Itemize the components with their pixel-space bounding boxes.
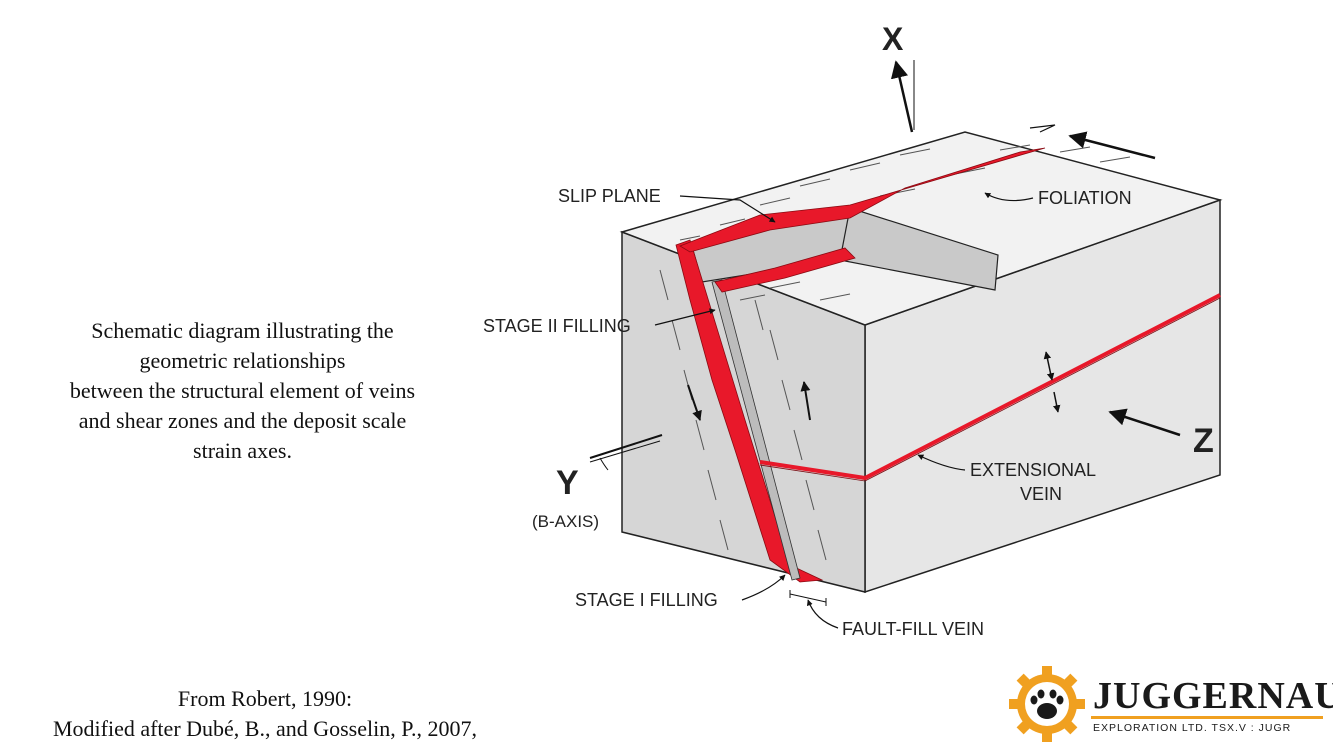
extensional-label-1: EXTENSIONAL [970,460,1096,480]
y-axis-label: Y [556,464,579,502]
foliation-label: FOLIATION [1038,188,1132,208]
b-axis-label: (B-AXIS) [532,512,599,531]
company-logo: JUGGERNAUT EXPLORATION LTD. TSX.V : JUGR [1005,636,1333,748]
bear-paw-gear-icon [1009,666,1085,742]
extensional-vein [759,293,1221,481]
caption-line: Schematic diagram illustrating the [91,318,394,343]
source-line-1: From Robert, 1990: [177,686,353,711]
logo-subtitle: EXPLORATION LTD. TSX.V : JUGR [1093,722,1292,734]
source-line-2: Modified after Dubé, B., and Gosselin, P… [52,716,478,741]
y-axis-line [589,434,663,459]
x-axis-label: X [882,21,904,57]
slip-plane-label: SLIP PLANE [558,186,661,206]
stage-ii-filling [711,279,801,581]
shear-zone-hatching [659,269,827,561]
stage-ii-label: STAGE II FILLING [483,316,631,336]
z-arrow-side [1108,408,1181,437]
logo-name: JUGGERNAUT [1093,675,1333,717]
logo-divider [1091,716,1323,719]
diagram-caption: Schematic diagram illustrating the geome… [20,316,465,466]
fault-fill-label: FAULT-FILL VEIN [842,619,984,639]
z-arrow-top [1068,131,1156,160]
caption-line: geometric relationships [139,348,346,373]
top-vein-lower [714,247,856,293]
source-citation: From Robert, 1990: Modified after Dubé, … [0,684,530,744]
fault-fill-vein [675,239,824,583]
x-axis-arrow [890,60,914,133]
z-axis-label: Z [1193,422,1214,460]
caption-line: and shear zones and the deposit scale [78,408,407,433]
caption-line: strain axes. [193,438,292,463]
top-vein [679,147,1046,253]
stage-i-label: STAGE I FILLING [575,590,718,610]
extensional-label-2: VEIN [1020,484,1062,504]
shear-arrow-down [687,384,702,421]
shear-arrow-up [800,381,811,421]
extension-arrow [1043,351,1055,381]
caption-line: between the structural element of veins [69,378,416,403]
